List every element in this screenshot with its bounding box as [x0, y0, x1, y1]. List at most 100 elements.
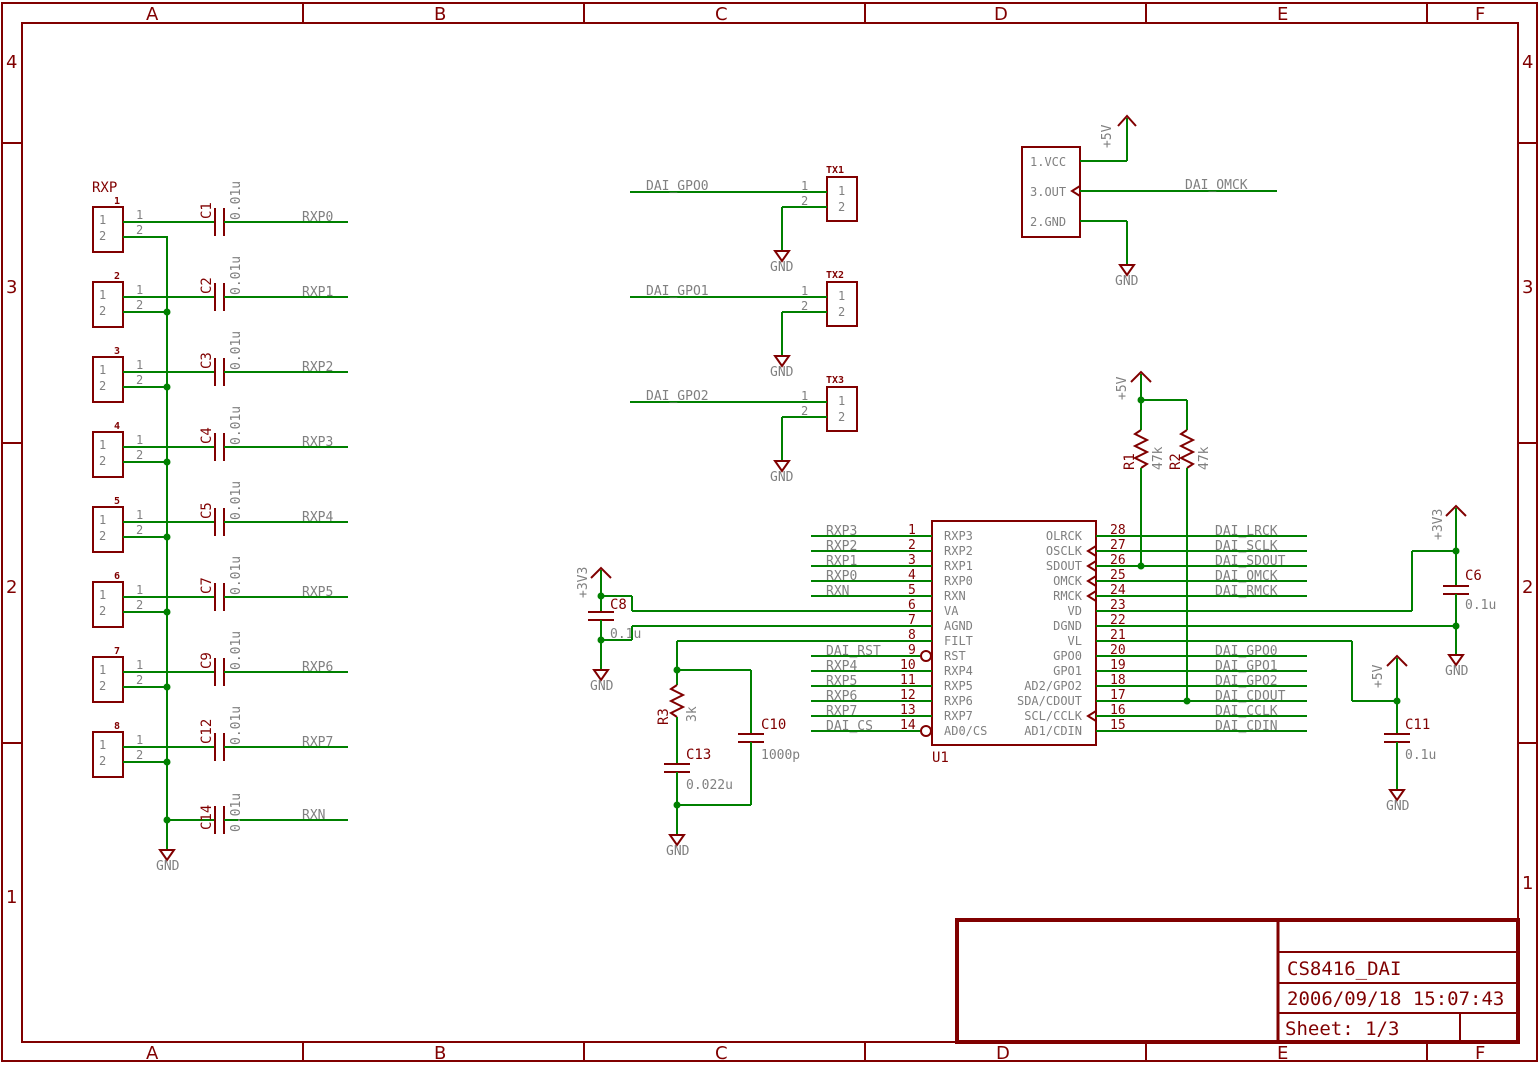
- u1-pin-number: 13: [900, 703, 916, 718]
- u1-pin-function: OMCK: [1053, 574, 1083, 588]
- frame-row-label-left: 1: [6, 887, 17, 908]
- u1-pin-number: 21: [1110, 628, 1126, 643]
- u1-pin-number: 14: [900, 718, 916, 733]
- connector-pin-number: 2: [136, 373, 143, 387]
- c10-label: C10: [761, 717, 786, 733]
- frame-row-label-left: 4: [6, 52, 17, 73]
- tx-net-label: DAI_GPO0: [646, 179, 709, 194]
- tx-gnd-label: GND: [770, 260, 794, 275]
- c8-supply-label: +3V3: [576, 567, 591, 598]
- frame-col-label-bottom: C: [715, 1043, 728, 1064]
- connector-number: 3: [114, 346, 120, 357]
- u1-left-net-label: DAI_CS: [826, 719, 873, 734]
- u1-pin-function: AD2/GPO2: [1024, 679, 1082, 693]
- c11-gnd-label: GND: [1386, 799, 1410, 814]
- u1-pin-function: VA: [944, 604, 959, 618]
- connector-pin-number: 1: [801, 284, 808, 298]
- tx-connector-name: TX1: [826, 165, 844, 176]
- tx-connector-bank: TX11212DAI_GPO0GNDTX21212DAI_GPO1GNDTX31…: [630, 165, 858, 485]
- rxp-connector-name: RXP: [92, 180, 117, 196]
- connector-pin-label: 1: [838, 289, 845, 303]
- u1-pin-function: GPO1: [1053, 664, 1082, 678]
- osc-pin-gnd: 2.GND: [1030, 215, 1066, 229]
- coupling-cap-value: 0.01u: [229, 556, 244, 595]
- osc-supply-label: +5V: [1100, 124, 1115, 148]
- connector-pin-number: 2: [801, 194, 808, 208]
- u1-pin-number: 5: [908, 583, 916, 598]
- frame-row-label-left: 2: [6, 577, 17, 598]
- rxp-net-label: RXP0: [302, 210, 333, 225]
- frame-col-label-top: F: [1475, 4, 1485, 25]
- u1-pin-number: 6: [908, 598, 916, 613]
- frame-col-label-bottom: F: [1475, 1043, 1485, 1064]
- frame-col-label-bottom: D: [996, 1043, 1010, 1064]
- frame-col-label-top: D: [994, 4, 1008, 25]
- connector-pin-number: 1: [136, 583, 143, 597]
- connector-pin-label: 1: [838, 184, 845, 198]
- u1-pin-number: 20: [1110, 643, 1126, 658]
- filt-network: R3 3k C13 0.022u C10 1000p GND: [656, 640, 932, 859]
- u1-pin-function: SCL/CCLK: [1024, 709, 1083, 723]
- u1-pin-number: 15: [1110, 718, 1126, 733]
- coupling-cap-label: C7: [199, 577, 215, 594]
- u1-pin-number: 12: [900, 688, 916, 703]
- u1-left-net-label: RXN: [826, 584, 849, 599]
- frame-row-label-left: 3: [6, 277, 17, 298]
- u1-pin-number: 11: [900, 673, 916, 688]
- connector-pin-label: 2: [99, 604, 106, 618]
- rxn-cap-label: C14: [199, 805, 215, 830]
- coupling-cap-value: 0.01u: [229, 181, 244, 220]
- c6-supply-label: +3V3: [1431, 509, 1446, 540]
- u1-pin-number: 3: [908, 553, 916, 568]
- u1-label: U1: [932, 750, 949, 766]
- u1-right-net-label: DAI_RMCK: [1215, 584, 1278, 599]
- c8-label: C8: [610, 597, 627, 613]
- connector-pin-label: 2: [99, 379, 106, 393]
- connector-pin-label: 2: [99, 304, 106, 318]
- u1-pin-function: RXP1: [944, 559, 973, 573]
- coupling-cap-value: 0.01u: [229, 481, 244, 520]
- r3-label: R3: [656, 708, 672, 725]
- r2-label: R2: [1168, 453, 1184, 470]
- u1-pin-function: RXP5: [944, 679, 973, 693]
- frame-col-label-top: B: [434, 4, 446, 25]
- frame-col-label-top: C: [715, 4, 728, 25]
- filt-gnd-label: GND: [666, 844, 690, 859]
- c6-decoupling: +3V3 C6 0.1u GND: [1096, 504, 1496, 679]
- tx-net-label: DAI_GPO1: [646, 284, 709, 299]
- u1-pin-number: 10: [900, 658, 916, 673]
- c11-label: C11: [1405, 717, 1430, 733]
- u1-pin-number: 18: [1110, 673, 1126, 688]
- u1-pin-number: 27: [1110, 538, 1126, 553]
- rxn-capacitor: C14 0.01u RXN GND: [156, 236, 348, 874]
- title-block-date: 2006/09/18 15:07:43: [1287, 988, 1504, 1010]
- coupling-cap-label: C9: [199, 652, 215, 669]
- u1-right-net-label: DAI_SDOUT: [1215, 554, 1286, 569]
- u1-pin-function: RXP6: [944, 694, 973, 708]
- osc-net-label: DAI_OMCK: [1185, 178, 1248, 193]
- connector-pin-label: 1: [99, 363, 106, 377]
- u1-pin-function: RMCK: [1053, 589, 1083, 603]
- coupling-cap-label: C3: [199, 352, 215, 369]
- pullup-resistors: +5V R1 47k R2 47k: [1115, 370, 1212, 705]
- u1-pin-function: RST: [944, 649, 966, 663]
- connector-pin-label: 1: [838, 394, 845, 408]
- connector-pin-number: 2: [136, 748, 143, 762]
- connector-pin-label: 1: [99, 438, 106, 452]
